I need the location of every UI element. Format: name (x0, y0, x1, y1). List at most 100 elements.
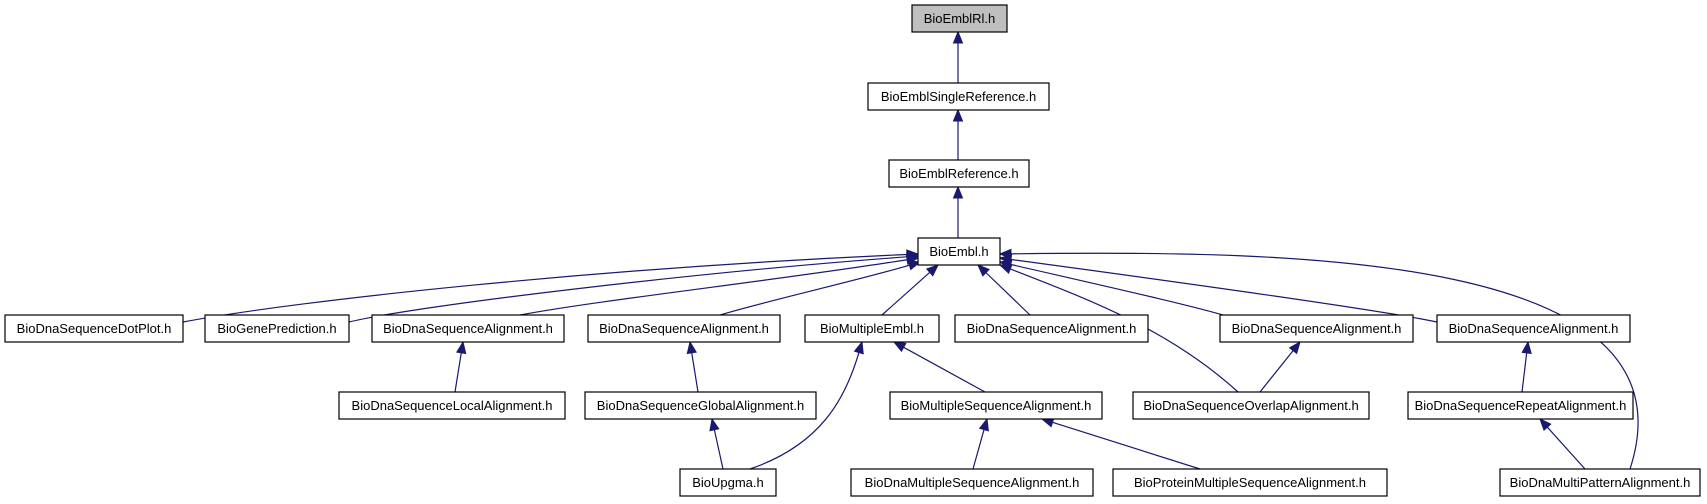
edge-n18-to-n14 (972, 417, 989, 470)
node-biodnasequenceoverlapalignment-h[interactable]: BioDnaSequenceOverlapAlignment.h (1132, 391, 1370, 420)
node-biodnamultipatternalignment-h[interactable]: BioDnaMultiPatternAlignment.h (1499, 468, 1701, 497)
node-biodnasequencealignment-h[interactable]: BioDnaSequenceAlignment.h (954, 314, 1149, 343)
node-biodnasequencealignment-h[interactable]: BioDnaSequenceAlignment.h (371, 314, 565, 343)
node-box (1407, 391, 1634, 420)
node-biogeneprediction-h[interactable]: BioGenePrediction.h (204, 314, 350, 343)
node-label: BioGenePrediction.h (217, 321, 336, 336)
node-biomultipleembl-h[interactable]: BioMultipleEmbl.h (804, 314, 940, 343)
node-box (850, 468, 1094, 497)
arrowhead-icon (952, 185, 964, 199)
node-box (1112, 468, 1388, 497)
node-bioembl-h[interactable]: BioEmbl.h (917, 237, 1001, 266)
node-biodnasequencealignment-h[interactable]: BioDnaSequenceAlignment.h (1436, 314, 1631, 343)
edge-line (719, 264, 910, 316)
edge-line (749, 352, 860, 470)
edge-line (1052, 421, 1201, 470)
node-bioemblsinglereference-h[interactable]: BioEmblSingleReference.h (867, 82, 1050, 111)
edge-line (881, 271, 931, 316)
node-biodnasequencerepeatalignment-h[interactable]: BioDnaSequenceRepeatAlignment.h (1407, 391, 1634, 420)
node-label: BioDnaSequenceOverlapAlignment.h (1143, 398, 1358, 413)
node-box (804, 314, 940, 343)
node-biodnasequencealignment-h[interactable]: BioDnaSequenceAlignment.h (587, 314, 781, 343)
node-label: BioUpgma.h (692, 475, 764, 490)
edge-line (1010, 252, 1639, 470)
edge-n10-to-n3 (998, 259, 1231, 318)
edge-n5-to-n3 (348, 251, 920, 323)
arrowhead-icon (952, 108, 964, 122)
edge-n13-to-n7 (686, 340, 699, 393)
node-label: BioDnaSequenceAlignment.h (1232, 321, 1402, 336)
node-label: BioMultipleSequenceAlignment.h (901, 398, 1092, 413)
node-biodnamultiplesequencealignment-h[interactable]: BioDnaMultipleSequenceAlignment.h (850, 468, 1094, 497)
arrowhead-icon (686, 340, 697, 355)
edge-line (1010, 263, 1231, 318)
arrowhead-icon (978, 417, 989, 432)
node-label: BioDnaSequenceLocalAlignment.h (352, 398, 553, 413)
arrowhead-icon (1521, 340, 1532, 355)
node-box (679, 468, 777, 497)
node-biodnasequencealignment-h[interactable]: BioDnaSequenceAlignment.h (1219, 314, 1414, 343)
node-label: BioDnaSequenceAlignment.h (599, 321, 769, 336)
node-label: BioDnaSequenceRepeatAlignment.h (1415, 398, 1627, 413)
edge-n7-to-n3 (719, 260, 922, 316)
edge-line (348, 256, 908, 323)
edge-n17-to-n13 (709, 417, 724, 470)
node-label: BioProteinMultipleSequenceAlignment.h (1134, 475, 1366, 490)
edge-line (1546, 426, 1586, 470)
edge-line (182, 253, 908, 323)
arrowhead-icon (907, 260, 922, 271)
node-label: BioEmblSingleReference.h (881, 89, 1036, 104)
edge-line (972, 429, 985, 470)
node-box (1436, 314, 1631, 343)
node-box (917, 237, 1001, 266)
node-bioproteinmultiplesequencealignment-h[interactable]: BioProteinMultipleSequenceAlignment.h (1112, 468, 1388, 497)
node-bioemblreference-h[interactable]: BioEmblReference.h (888, 159, 1030, 188)
edge-line (1010, 258, 1438, 323)
arrowhead-icon (456, 340, 467, 355)
node-box (889, 391, 1103, 420)
node-label: BioEmbl.h (929, 244, 988, 259)
edge-n20-to-n16 (1539, 418, 1586, 470)
node-biodnasequencelocalalignment-h[interactable]: BioDnaSequenceLocalAlignment.h (338, 391, 566, 420)
node-box (587, 314, 781, 343)
edge-n1-to-n0 (952, 30, 964, 83)
arrowhead-icon (952, 30, 964, 44)
arrowhead-icon (1539, 418, 1552, 432)
edge-line (454, 352, 462, 393)
edge-line (1259, 350, 1294, 393)
edge-n2-to-n1 (952, 108, 964, 160)
edge-line (691, 352, 699, 393)
edge-n19-to-n14 (1040, 417, 1201, 470)
edge-n3-to-n2 (952, 185, 964, 238)
node-label: BioDnaSequenceAlignment.h (967, 321, 1137, 336)
node-label: BioDnaMultiPatternAlignment.h (1510, 475, 1691, 490)
edge-line (519, 259, 908, 316)
node-box (954, 314, 1149, 343)
node-bioemblrl-h[interactable]: BioEmblRl.h (911, 4, 1008, 33)
arrowhead-icon (892, 341, 907, 353)
edge-line (985, 272, 1031, 316)
edge-line (713, 429, 724, 470)
node-box (1499, 468, 1701, 497)
node-biodnasequenceglobalalignment-h[interactable]: BioDnaSequenceGlobalAlignment.h (584, 391, 817, 420)
node-box (204, 314, 350, 343)
edge-n4-to-n3 (182, 249, 920, 323)
edge-n12-to-n6 (454, 340, 467, 393)
edge-n9-to-n3 (977, 264, 1031, 316)
node-box (371, 314, 565, 343)
arrowhead-icon (925, 264, 939, 277)
arrowhead-icon (977, 264, 990, 277)
node-box (867, 82, 1050, 111)
edge-n8-to-n3 (881, 264, 939, 316)
node-box (911, 4, 1008, 33)
node-bioupgma-h[interactable]: BioUpgma.h (679, 468, 777, 497)
edge-n14-to-n8 (892, 341, 986, 393)
node-box (4, 314, 184, 343)
edge-line (1521, 352, 1528, 393)
node-biomultiplesequencealignment-h[interactable]: BioMultipleSequenceAlignment.h (889, 391, 1103, 420)
node-biodnasequencedotplot-h[interactable]: BioDnaSequenceDotPlot.h (4, 314, 184, 343)
node-box (888, 159, 1030, 188)
edge-n6-to-n3 (519, 254, 920, 316)
edge-n16-to-n11 (1521, 340, 1532, 393)
